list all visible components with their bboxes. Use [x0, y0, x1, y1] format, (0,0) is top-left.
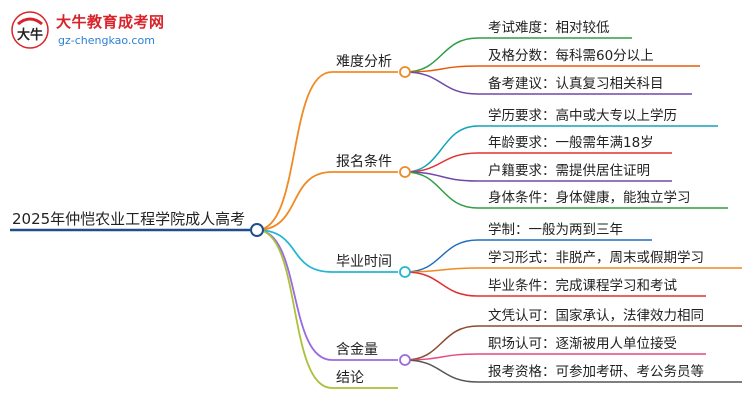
leaf-connector — [404, 71, 479, 95]
branch-connector — [256, 229, 333, 273]
bull-logo-icon: 大牛 — [11, 11, 49, 49]
branch-connector — [256, 171, 333, 231]
leaf-label: 备考建议：认真复习相关科目 — [488, 75, 664, 92]
branch-label: 报名条件 — [336, 153, 392, 170]
leaf-label: 学制：一般为两到三年 — [488, 222, 623, 238]
branch-collapse-toggle[interactable] — [399, 266, 411, 278]
leaf-connector — [404, 171, 479, 182]
branch-collapse-toggle[interactable] — [399, 166, 411, 178]
root-collapse-toggle[interactable] — [250, 223, 264, 237]
leaf-connector — [404, 325, 479, 361]
leaf-connector — [404, 125, 479, 173]
leaf-connector — [404, 152, 479, 173]
branch-collapse-toggle[interactable] — [399, 66, 411, 78]
branch-connector — [256, 71, 333, 231]
leaf-label: 考试难度：相对较低 — [488, 20, 610, 36]
branch-collapse-toggle[interactable] — [399, 354, 411, 366]
site-name: 大牛教育成考网 — [56, 13, 165, 31]
leaf-label: 学历要求：高中或大专以上学历 — [488, 107, 677, 124]
leaf-label: 毕业条件：完成课程学习和考试 — [488, 277, 677, 294]
svg-text:大牛: 大牛 — [17, 27, 43, 43]
leaf-label: 年龄要求：一般需年满18岁 — [488, 135, 654, 151]
leaf-connector — [404, 37, 479, 73]
leaf-connector — [404, 353, 479, 361]
branch-label: 含金量 — [336, 342, 378, 358]
leaf-label: 学习形式：非脱产，周末或假期学习 — [488, 250, 704, 266]
leaf-label: 及格分数：每科需60分以上 — [488, 48, 654, 64]
leaf-label: 户籍要求：需提供居住证明 — [488, 162, 650, 179]
leaf-connector — [404, 171, 479, 209]
branch-connector — [256, 229, 333, 389]
leaf-connector — [404, 359, 479, 383]
leaf-connector — [404, 267, 479, 273]
leaf-connector — [404, 65, 479, 73]
leaf-label: 职场认可：逐渐被用人单位接受 — [488, 335, 677, 352]
root-topic-label: 2025年仲恺农业工程学院成人高考 — [12, 210, 245, 228]
leaf-label: 报考资格：可参加考研、考公务员等 — [488, 363, 704, 380]
site-logo[interactable]: 大牛 大牛教育成考网 gz-chengkao.com — [4, 4, 204, 54]
leaf-connector — [404, 239, 479, 273]
leaf-label: 文凭认可：国家承认，法律效力相同 — [488, 307, 704, 324]
branch-label: 难度分析 — [336, 54, 392, 70]
branch-label: 毕业时间 — [336, 254, 392, 270]
branch-label: 结论 — [336, 370, 364, 386]
leaf-label: 身体条件：身体健康，能独立学习 — [488, 189, 691, 206]
site-url[interactable]: gz-chengkao.com — [58, 34, 155, 47]
leaf-connector — [404, 271, 479, 297]
